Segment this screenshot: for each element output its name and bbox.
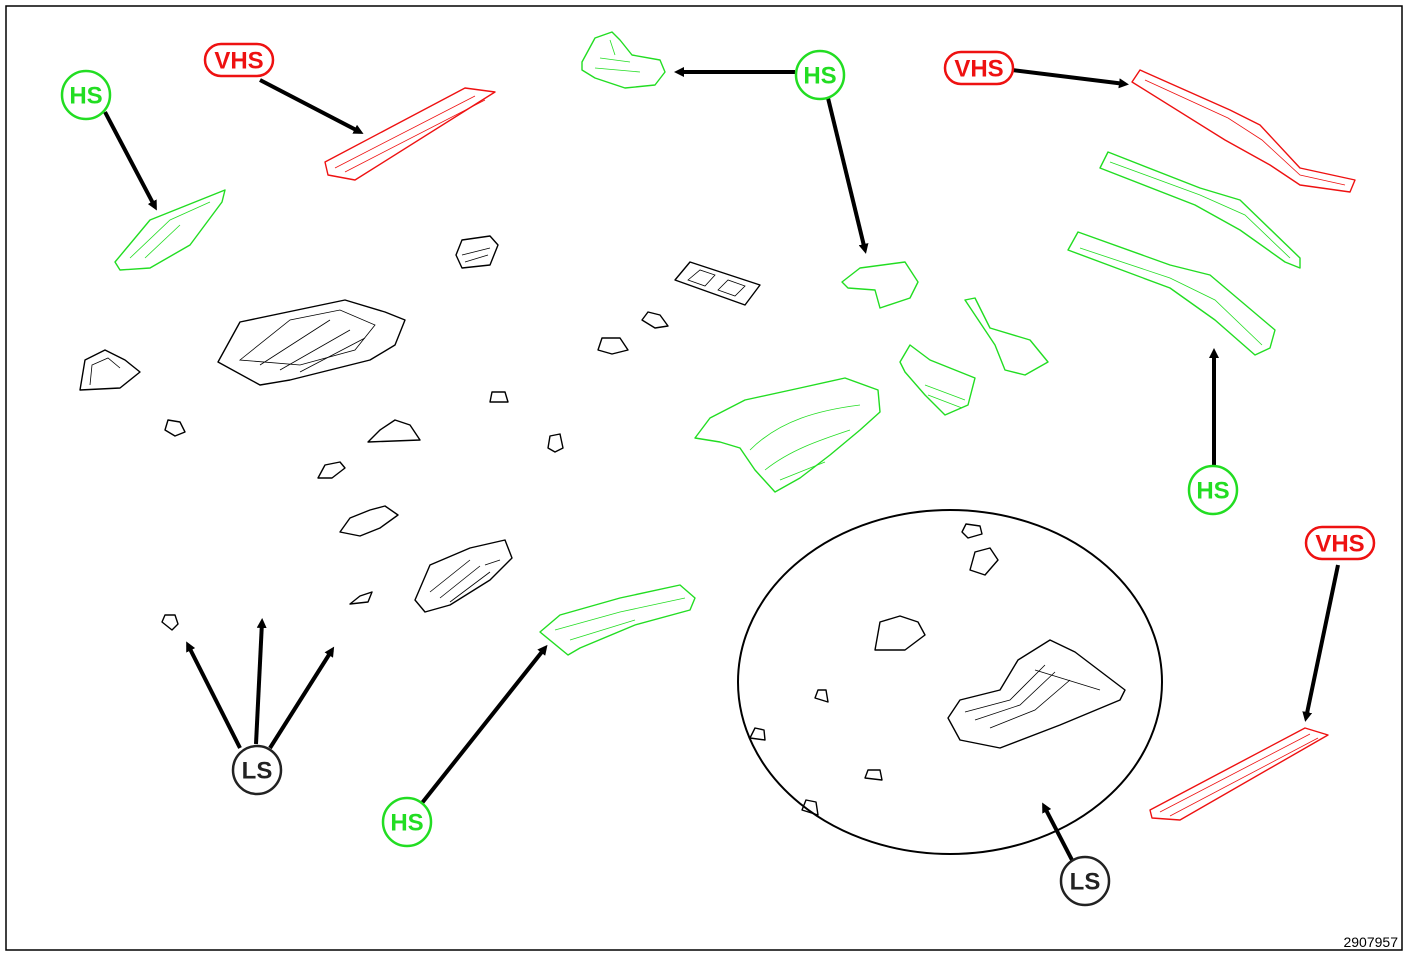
label-hs-right-middle: HS — [1187, 464, 1239, 516]
label-vhs-top-left: VHS — [203, 42, 275, 78]
label-hs-bottom-center-text: HS — [390, 810, 423, 837]
label-ls-bottom-left: LS — [231, 744, 283, 796]
front-crossmember-part — [581, 31, 666, 89]
label-ls-bottom-left-text: LS — [242, 758, 273, 785]
label-vhs-top-right-text: VHS — [954, 56, 1003, 83]
arrow-ls-bottom-right — [1042, 802, 1074, 861]
rear-floor-pan-part — [414, 539, 513, 613]
frame-rail-red-part — [1131, 69, 1356, 193]
ellipse-clip-5 — [801, 799, 819, 816]
arrow-hs-bottom-center — [420, 644, 548, 805]
label-hs-right-middle-text: HS — [1196, 478, 1229, 505]
label-hs-bottom-center: HS — [381, 796, 433, 848]
bracket-part-2 — [367, 419, 421, 443]
arrow-hs-top-center-down — [826, 97, 869, 254]
arrows-group — [103, 67, 1340, 861]
arrow-vhs-right-bottom — [1302, 564, 1340, 722]
floor-panel-part — [217, 299, 406, 386]
bracket-part-5 — [489, 391, 509, 403]
arrow-vhs-top-left — [259, 78, 364, 134]
label-ls-bottom-right-text: LS — [1070, 869, 1101, 896]
bracket-part-4 — [339, 505, 399, 537]
sill-bottom-part — [1149, 727, 1329, 821]
frame-rail-upper-part — [1099, 151, 1301, 269]
ellipse-clip-2 — [814, 689, 829, 703]
arrow-hs-top-left — [103, 111, 157, 211]
mid-bracket-part — [841, 261, 919, 309]
wheelhouse-part — [79, 349, 141, 391]
bracket-part-7 — [349, 591, 373, 605]
rear-wheelhouse-part — [694, 377, 881, 493]
label-ls-bottom-right: LS — [1059, 855, 1111, 907]
bracket-part-11 — [641, 311, 669, 329]
bracket-part-6 — [547, 433, 564, 453]
label-hs-top-left: HS — [60, 69, 112, 121]
arrow-ls-bottom-left-1 — [186, 641, 242, 749]
arrow-vhs-top-right — [1011, 68, 1129, 89]
label-hs-top-center: HS — [794, 49, 846, 101]
hs-parts-group — [114, 31, 1301, 656]
label-vhs-top-left-text: VHS — [214, 48, 263, 75]
label-hs-top-center-text: HS — [803, 63, 836, 90]
ls-parts-group — [79, 235, 761, 631]
diagram-frame — [5, 5, 1403, 951]
arrow-ls-bottom-left-3 — [268, 646, 335, 750]
sill-top-part — [324, 87, 496, 181]
ellipse-wheelhouse — [874, 615, 926, 651]
access-plate-part — [674, 261, 761, 306]
ellipse-clip-3 — [749, 727, 766, 741]
bracket-part-8 — [161, 614, 179, 631]
center-support-part — [899, 344, 976, 416]
label-vhs-right-bottom-text: VHS — [1315, 531, 1364, 558]
reference-number: 2907957 — [1343, 934, 1398, 950]
upright-bracket-part — [964, 297, 1049, 376]
ellipse-floor-pan — [947, 639, 1126, 749]
rear-crossmember-part — [539, 584, 696, 656]
ellipse-clip-4 — [864, 769, 883, 781]
bracket-part-3 — [317, 461, 346, 479]
bracket-part-9 — [455, 235, 499, 269]
ls-ellipse-group — [737, 509, 1163, 855]
bracket-part-1 — [164, 419, 186, 437]
ellipse-bracket-1 — [969, 547, 999, 576]
vhs-parts-group — [324, 69, 1356, 821]
arrow-ls-bottom-left-2 — [254, 618, 267, 745]
label-hs-top-left-text: HS — [69, 83, 102, 110]
label-vhs-right-bottom: VHS — [1304, 525, 1376, 561]
ellipse-clip-1 — [961, 523, 983, 539]
rocker-reinforcement-part — [114, 189, 226, 271]
ls-group-ellipse — [737, 509, 1163, 855]
label-vhs-top-right: VHS — [943, 50, 1015, 86]
bracket-part-10 — [597, 337, 629, 355]
frame-rail-lower-part — [1067, 231, 1276, 356]
